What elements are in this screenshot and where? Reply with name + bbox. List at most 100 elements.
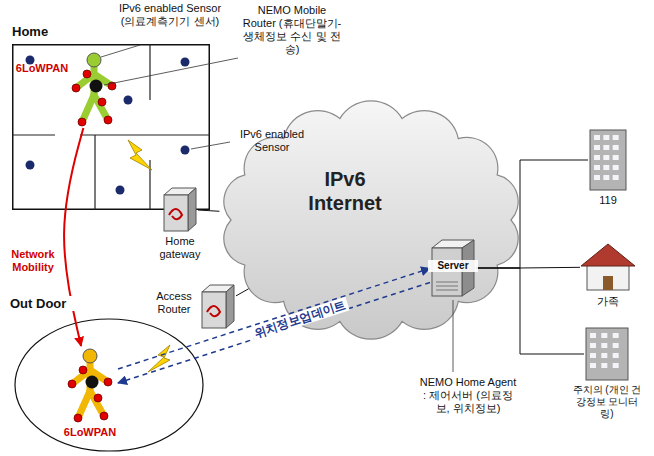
sensor-dot <box>124 96 133 105</box>
body-sensor <box>98 98 106 106</box>
node-label: Home <box>12 24 82 39</box>
window <box>601 343 607 348</box>
wall <box>12 134 55 135</box>
window <box>603 155 609 160</box>
body-sensor <box>108 82 116 90</box>
node-label: 주치의 (개인 건강정보 모니터링) <box>572 384 642 419</box>
window <box>590 333 596 338</box>
window <box>594 175 600 180</box>
lightning-bolt <box>128 140 152 170</box>
server-slot <box>436 286 458 287</box>
window <box>603 135 609 140</box>
node-label: Home gateway <box>157 235 203 261</box>
outdoor-area: 6LoWPANOut Door <box>14 318 204 452</box>
window <box>601 363 607 368</box>
window <box>613 135 619 140</box>
body-sensor <box>83 70 91 78</box>
mobile-router <box>90 80 103 93</box>
node-label: 6LoWPAN <box>14 62 70 75</box>
mobility-arrow <box>64 128 83 346</box>
node-label: 119 <box>588 194 628 207</box>
access-router-icon-shape <box>200 282 236 330</box>
house-door <box>603 276 613 290</box>
window <box>603 175 609 180</box>
device-front <box>164 195 188 231</box>
window <box>613 175 619 180</box>
emergency-building-shape <box>588 128 628 192</box>
window <box>613 363 619 368</box>
node-label: IPv6 Internet <box>285 168 405 215</box>
sensor-dot <box>181 146 190 155</box>
window <box>601 353 607 358</box>
device-side <box>226 285 234 328</box>
patient-figure-shape <box>66 50 122 128</box>
node-label: 6LoWPAN <box>58 426 122 439</box>
server-slot <box>436 290 458 291</box>
wall <box>80 134 210 135</box>
sensor-dot <box>26 161 35 170</box>
callout-text: IPv6 enabled Sensor (의료계측기기 센서) <box>118 2 222 28</box>
head <box>83 349 97 363</box>
body-sensor <box>68 380 76 388</box>
server-slot <box>436 282 458 283</box>
mobile-router <box>86 376 99 389</box>
window <box>603 165 609 170</box>
window <box>594 165 600 170</box>
window <box>594 135 600 140</box>
window <box>590 343 596 348</box>
device-side <box>188 188 196 231</box>
patient-figure-shape <box>62 346 118 424</box>
device-front <box>202 292 226 328</box>
body-sensor <box>104 378 112 386</box>
access-router-icon: Access Router <box>200 282 236 330</box>
window <box>613 155 619 160</box>
node-label: Out Door <box>8 296 84 311</box>
network-link <box>236 289 249 296</box>
window <box>590 363 596 368</box>
window <box>613 343 619 348</box>
window <box>594 145 600 150</box>
sensor-dot <box>116 186 125 195</box>
device-logo <box>169 209 182 219</box>
wall <box>94 135 95 210</box>
family-house: 가족 <box>580 242 636 292</box>
emergency-building: 119 <box>588 128 628 192</box>
leader-line <box>191 142 230 149</box>
head <box>87 53 101 67</box>
node-label: Server <box>428 260 478 272</box>
node-label: Access Router <box>150 290 198 316</box>
body-sensor <box>94 394 102 402</box>
edge-label: 위치정보업데이트 <box>250 297 349 341</box>
window <box>601 333 607 338</box>
body-sensor <box>100 412 108 420</box>
window <box>594 155 600 160</box>
body-sensor <box>72 84 80 92</box>
building-wall <box>586 328 628 380</box>
window <box>613 333 619 338</box>
body-limb <box>78 391 90 418</box>
leader-line <box>101 45 140 57</box>
area-border <box>13 45 210 210</box>
edge-label: Network Mobility <box>4 248 62 274</box>
house-walls <box>12 44 210 210</box>
wall <box>149 44 150 100</box>
body-sensor <box>79 366 87 374</box>
body-limb <box>82 95 94 122</box>
body-sensor <box>104 116 112 124</box>
cloud-outline <box>224 101 518 339</box>
sensor-dots <box>26 56 190 195</box>
home-gateway-icon-shape <box>162 185 198 233</box>
sensor-dot <box>181 58 190 67</box>
window <box>603 145 609 150</box>
lightning-bolt <box>148 345 170 372</box>
callout-text: NEMO Mobile Router (휴대단말기-생체정보 수신 및 전송) <box>240 4 344 56</box>
window <box>613 353 619 358</box>
body-sensor <box>78 118 86 126</box>
house-roof <box>581 244 635 266</box>
network-link <box>198 210 219 211</box>
patient-figure: 6LoWPAN <box>62 346 118 424</box>
house-wall <box>587 264 629 290</box>
leader-line <box>453 300 454 372</box>
